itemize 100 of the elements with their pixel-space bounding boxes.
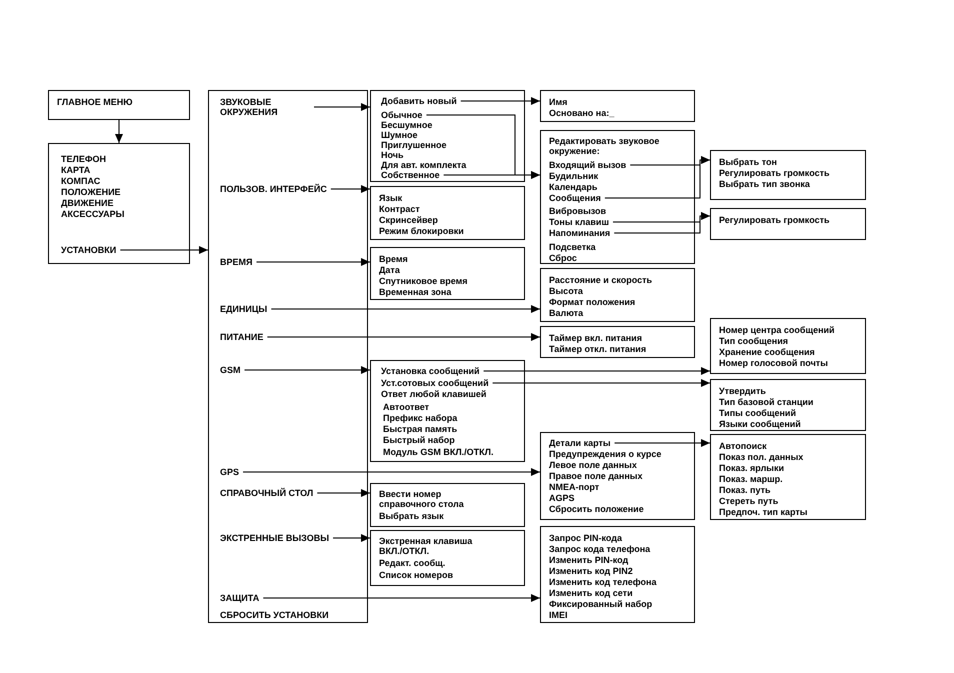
arrow bbox=[492, 379, 710, 387]
arrow bbox=[332, 534, 370, 542]
menu-box bbox=[710, 208, 866, 240]
menu-item: Будильник bbox=[549, 171, 598, 181]
arrow bbox=[244, 366, 370, 374]
menu-box bbox=[208, 90, 368, 623]
menu-item: Показ. путь bbox=[719, 485, 772, 495]
menu-item: Тоны клавиш bbox=[549, 217, 609, 227]
menu-item: GSM bbox=[220, 365, 241, 375]
menu-item: Обычное bbox=[381, 110, 422, 120]
menu-item: Шумное bbox=[381, 130, 418, 140]
menu-item: Приглушенное bbox=[381, 140, 447, 150]
menu-item: Выбрать тип звонка bbox=[719, 179, 811, 189]
menu-item: ЗАЩИТА bbox=[220, 593, 260, 603]
menu-box bbox=[48, 90, 190, 120]
menu-item: Сообщения bbox=[549, 193, 601, 203]
menu-item: Номер центра сообщений bbox=[719, 325, 836, 335]
menu-box bbox=[540, 432, 695, 520]
menu-item: Время bbox=[379, 254, 409, 264]
arrow bbox=[316, 489, 370, 497]
menu-item: Выбрать тон bbox=[719, 157, 778, 167]
menu-item: Регулировать громкость bbox=[719, 215, 831, 225]
arrow bbox=[266, 333, 540, 341]
menu-item: GPS bbox=[220, 467, 240, 477]
menu-item: Добавить новый bbox=[381, 96, 457, 106]
menu-box bbox=[370, 483, 525, 527]
menu-box bbox=[710, 318, 866, 374]
menu-item: AGPS bbox=[549, 493, 575, 503]
menu-item: Таймер откл. питания bbox=[549, 344, 648, 354]
menu-item: УСТАНОВКИ bbox=[61, 245, 116, 255]
menu-item: ПИТАНИЕ bbox=[220, 332, 264, 342]
arrow bbox=[256, 258, 370, 266]
menu-item: Список номеров bbox=[379, 570, 454, 580]
menu-item: Расстояние и скорость bbox=[549, 275, 654, 285]
arrow bbox=[614, 212, 710, 234]
menu-item: ПОЛЬЗОВ. ИНТЕРФЕЙС bbox=[220, 184, 327, 194]
menu-item: Хранение сообщения bbox=[719, 347, 816, 357]
menu-item: Быстрая память bbox=[383, 424, 458, 434]
menu-item: Редакт. сообщ. bbox=[379, 558, 446, 568]
arrow bbox=[115, 120, 123, 144]
arrow bbox=[443, 171, 540, 179]
menu-item: Ввести номер справочного стола bbox=[379, 489, 465, 509]
menu-item: Показ пол. данных bbox=[719, 452, 804, 462]
menu-item: СБРОСИТЬ УСТАНОВКИ bbox=[220, 610, 329, 620]
menu-item: Тип сообщения bbox=[719, 336, 790, 346]
menu-item: ЕДИНИЦЫ bbox=[220, 304, 268, 314]
menu-item: Автопоиск bbox=[719, 441, 768, 451]
menu-item: Входящий вызов bbox=[549, 160, 626, 170]
menu-box bbox=[710, 150, 866, 200]
menu-box bbox=[370, 186, 525, 240]
menu-item: Установка сообщений bbox=[381, 366, 480, 376]
menu-item: Собственное bbox=[381, 170, 440, 180]
menu-item: Стереть путь bbox=[719, 496, 780, 506]
menu-item: Показ. маршр. bbox=[719, 474, 784, 484]
menu-box bbox=[540, 268, 695, 322]
menu-item: ЗВУКОВЫЕ ОКРУЖЕНИЯ bbox=[220, 97, 310, 117]
menu-item: Тип базовой станции bbox=[719, 397, 814, 407]
menu-box bbox=[370, 530, 525, 586]
arrow bbox=[262, 594, 540, 602]
menu-item: КОМПАС bbox=[61, 176, 100, 186]
arrow bbox=[270, 305, 540, 313]
menu-item: Изменить код сети bbox=[549, 588, 634, 598]
arrow bbox=[314, 103, 370, 111]
menu-box bbox=[540, 526, 695, 623]
menu-item: Ответ любой клавишей bbox=[381, 389, 486, 399]
menu-item: Запрос кода телефона bbox=[549, 544, 652, 554]
menu-box bbox=[540, 130, 695, 264]
menu-box bbox=[710, 434, 866, 520]
menu-item: ТЕЛЕФОН bbox=[61, 154, 106, 164]
menu-item: Автоответ bbox=[383, 402, 430, 412]
menu-item: Календарь bbox=[549, 182, 598, 192]
menu-item: Основано на:_ bbox=[549, 108, 616, 118]
menu-item: СПРАВОЧНЫЙ СТОЛ bbox=[220, 488, 314, 498]
menu-item: Фиксированный набор bbox=[549, 599, 654, 609]
menu-item: ДВИЖЕНИЕ bbox=[61, 198, 114, 208]
menu-item: Скринсейвер bbox=[379, 215, 439, 225]
menu-item: Изменить код PIN2 bbox=[549, 566, 634, 576]
menu-item: Левое поле данных bbox=[549, 460, 637, 470]
menu-item: Изменить PIN-код bbox=[549, 555, 630, 565]
menu-item: Формат положения bbox=[549, 297, 636, 307]
menu-item: Экстренная клавиша ВКЛ./ОТКЛ. bbox=[379, 536, 474, 556]
menu-item: ВРЕМЯ bbox=[220, 257, 252, 267]
menu-item: Бесшумное bbox=[381, 120, 432, 130]
menu-item: ГЛАВНОЕ МЕНЮ bbox=[57, 97, 134, 107]
menu-item: Языки сообщений bbox=[719, 419, 802, 429]
menu-item: Детали карты bbox=[549, 438, 611, 448]
menu-item: ЭКСТРЕННЫЕ ВЫЗОВЫ bbox=[220, 533, 330, 543]
menu-item: Режим блокировки bbox=[379, 226, 465, 236]
menu-box bbox=[370, 90, 525, 182]
arrow bbox=[614, 439, 710, 447]
menu-item: Дата bbox=[379, 265, 401, 275]
menu-item: Имя bbox=[549, 97, 568, 107]
menu-item: Предпоч. тип карты bbox=[719, 507, 808, 517]
menu-item: Запрос PIN-кода bbox=[549, 533, 623, 543]
arrow bbox=[460, 97, 540, 105]
menu-item: IMEI bbox=[549, 610, 569, 620]
arrow bbox=[330, 185, 370, 193]
menu-item: Временная зона bbox=[379, 287, 452, 297]
arrow bbox=[120, 246, 208, 254]
menu-item: NMEA-порт bbox=[549, 482, 600, 492]
